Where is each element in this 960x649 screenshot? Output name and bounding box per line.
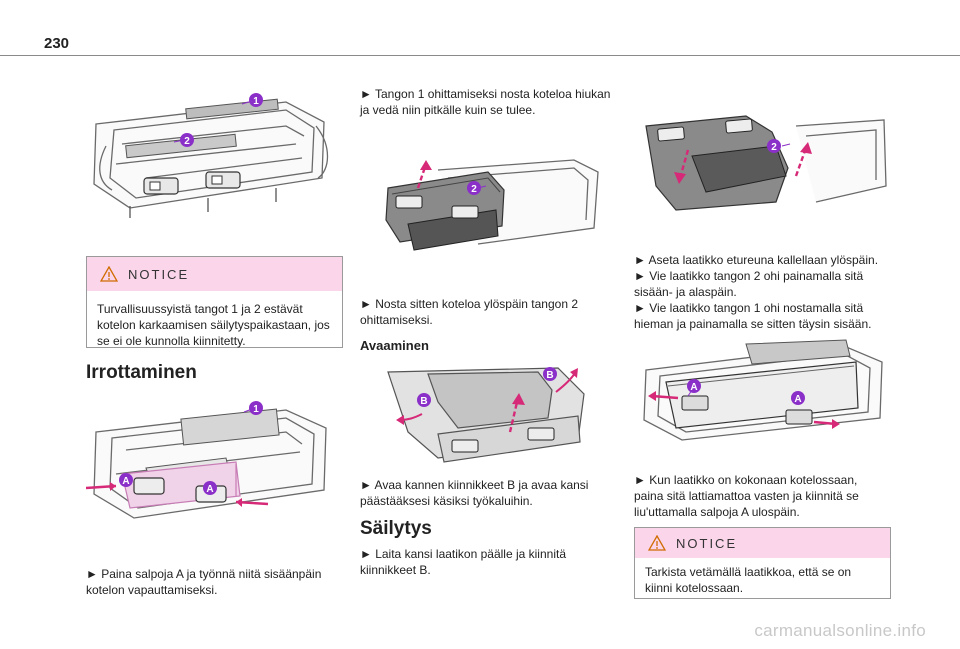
callout-label: A: [122, 476, 129, 487]
step-lift-past-bar-2: ► Nosta sitten koteloa ylöspäin tangon 2…: [360, 297, 579, 327]
step-open-latches-b: ► Avaa kannen kiinnikkeet B ja avaa kans…: [360, 478, 589, 508]
page-number: 230: [44, 35, 70, 52]
figure-release-latches: 1 A A: [86, 392, 338, 532]
warning-triangle-icon: [648, 535, 666, 551]
notice-body: Tarkista vetämällä laatikkoa, että se on…: [645, 565, 852, 595]
notice-title: NOTICE: [676, 535, 738, 551]
callout-label: 2: [771, 142, 777, 153]
notice-box-2: NOTICE Tarkista vetämällä laatikkoa, ett…: [634, 527, 891, 599]
watermark: carmanualsonline.info: [754, 621, 926, 640]
step-attach-lid: ► Laita kansi laatikon päälle ja kiinnit…: [360, 547, 566, 577]
figure-open-lid: B B: [378, 362, 600, 472]
callout-label: 1: [253, 96, 259, 107]
step-tilt-box: ► Aseta laatikko etureuna kallellaan ylö…: [634, 253, 879, 267]
callout-label: B: [420, 396, 427, 407]
notice-body: Turvallisuussyistä tangot 1 ja 2 estävät…: [97, 302, 330, 348]
callout-1-marker: [249, 93, 263, 107]
callout-label: A: [794, 394, 801, 405]
step-past-bar-2: ► Vie laatikko tangon 2 ohi painamalla s…: [634, 269, 864, 299]
callout-label: 2: [471, 184, 477, 195]
callout-label: B: [546, 370, 553, 381]
figure-insert-box-tilted: 2: [636, 106, 888, 216]
callout-label: A: [206, 484, 213, 495]
step-press-latches: ► Paina salpoja A ja työnnä niitä sisään…: [86, 567, 322, 597]
section-heading-sailytys: Säilytys: [360, 518, 432, 539]
callout-label: A: [690, 382, 697, 393]
figure-lift-box: 2: [378, 150, 600, 268]
notice-title: NOTICE: [128, 266, 190, 282]
callout-label: 1: [253, 404, 259, 415]
figure-seat-box-bars: 1 2: [86, 86, 338, 226]
section-heading-irrottaminen: Irrottaminen: [86, 362, 197, 383]
step-lift-box: ► Tangon 1 ohittamiseksi nosta koteloa h…: [360, 87, 611, 117]
figure-lock-latches: A A: [636, 336, 888, 446]
callout-label: 2: [184, 136, 190, 147]
header-rule: [0, 55, 960, 56]
step-lock-box: ► Kun laatikko on kokonaan kotelossaan, …: [634, 473, 859, 519]
callout-2-marker: [180, 133, 194, 147]
notice-box-1: NOTICE Turvallisuussyistä tangot 1 ja 2 …: [86, 256, 343, 348]
subheading-avaaminen: Avaaminen: [360, 338, 429, 353]
warning-triangle-icon: [100, 266, 118, 282]
steps-insert-box: ► Aseta laatikko etureuna kallellaan ylö…: [634, 252, 894, 332]
step-past-bar-1: ► Vie laatikko tangon 1 ohi nostamalla s…: [634, 301, 872, 331]
